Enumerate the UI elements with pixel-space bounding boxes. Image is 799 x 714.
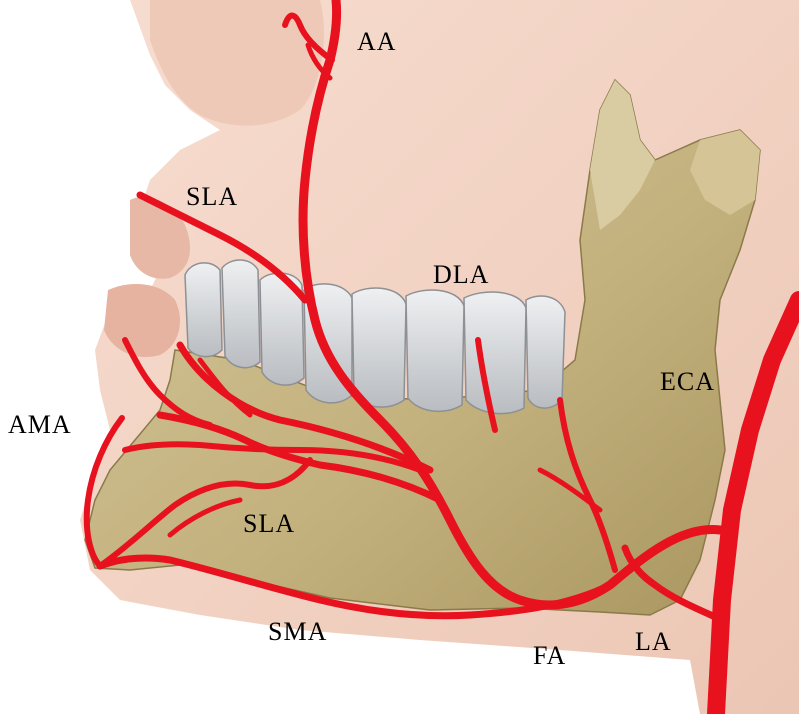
label-la: LA bbox=[635, 627, 672, 656]
tooth bbox=[464, 292, 526, 414]
label-ama: AMA bbox=[8, 410, 72, 439]
tooth bbox=[352, 288, 406, 407]
tooth bbox=[185, 263, 222, 357]
label-sma: SMA bbox=[268, 617, 327, 646]
label-sla-upper: SLA bbox=[186, 182, 238, 211]
tooth bbox=[526, 296, 565, 408]
label-eca: ECA bbox=[660, 367, 715, 396]
label-fa: FA bbox=[533, 641, 566, 670]
label-sla-lower: SLA bbox=[243, 509, 295, 538]
tooth bbox=[406, 290, 464, 411]
label-dla: DLA bbox=[433, 260, 489, 289]
tooth bbox=[222, 260, 260, 368]
label-aa: AA bbox=[357, 27, 397, 56]
